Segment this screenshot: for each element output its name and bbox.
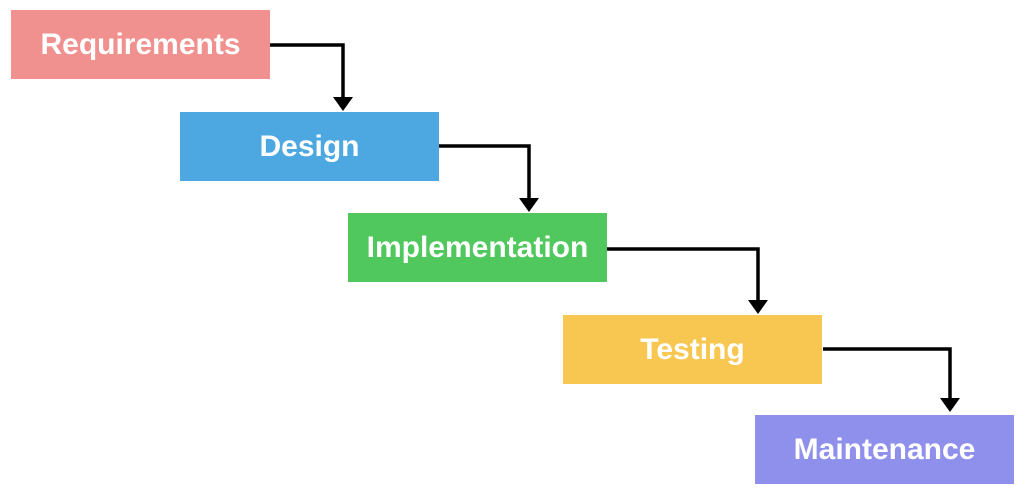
arrowhead-icon	[333, 97, 353, 111]
stage-box-testing: Testing	[563, 315, 822, 384]
arrow-testing-to-maintenance	[823, 347, 960, 412]
stage-box-design: Design	[180, 112, 439, 181]
stage-box-maintenance: Maintenance	[755, 415, 1014, 484]
stage-label-requirements: Requirements	[40, 27, 241, 61]
stage-label-testing: Testing	[640, 332, 745, 366]
arrow-design-to-implementation	[438, 144, 539, 212]
arrowhead-icon	[519, 198, 539, 212]
stage-box-implementation: Implementation	[348, 213, 607, 282]
stage-label-implementation: Implementation	[366, 230, 589, 264]
arrowhead-icon	[748, 300, 768, 314]
arrow-requirements-to-design	[270, 43, 353, 111]
arrow-implementation-to-testing	[607, 247, 768, 314]
stage-label-design: Design	[259, 129, 360, 163]
stage-box-requirements: Requirements	[11, 10, 270, 79]
arrowhead-icon	[940, 398, 960, 412]
stage-label-maintenance: Maintenance	[793, 432, 976, 466]
